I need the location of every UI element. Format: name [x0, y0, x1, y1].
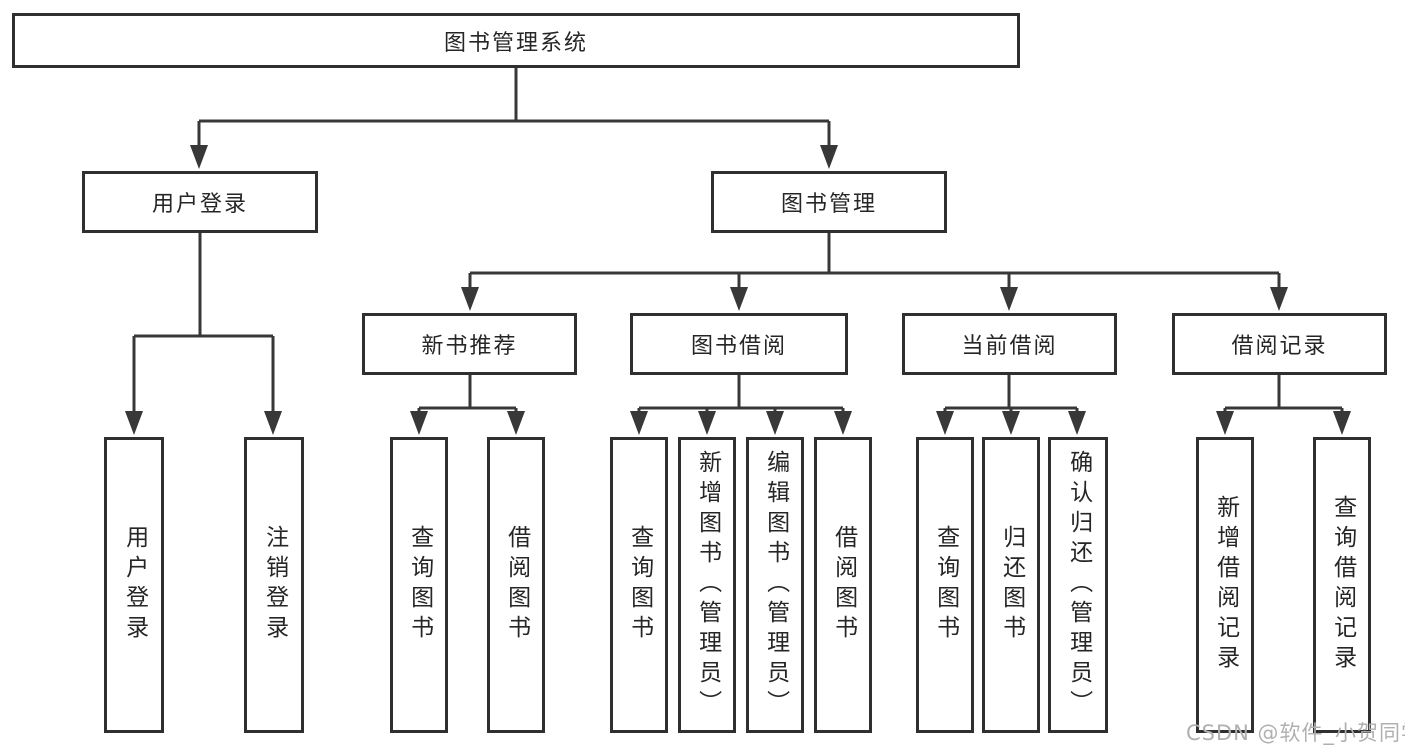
- leaf-label-edit-books-admin: 编辑图书（管理员）: [762, 450, 789, 720]
- node-label-root: 图书管理系统: [443, 30, 588, 56]
- leaf-query-borrow-record: 查询借阅记录: [1313, 437, 1371, 733]
- leaf-label-return-books: 归还图书: [998, 525, 1025, 645]
- leaf-add-borrow-record: 新增借阅记录: [1196, 437, 1254, 733]
- node-label-user-login: 用户登录: [151, 192, 248, 217]
- leaf-label-query-borrow-record: 查询借阅记录: [1329, 495, 1356, 675]
- leaf-query-books-current: 查询图书: [916, 437, 974, 733]
- leaf-label-add-borrow-record: 新增借阅记录: [1212, 495, 1239, 675]
- leaf-label-user-login: 用户登录: [121, 525, 148, 645]
- node-library-management-system: 图书管理系统: [12, 13, 1020, 68]
- arrowhead-markers: [125, 145, 1351, 435]
- node-book-management: 图书管理: [711, 171, 947, 233]
- node-book-borrowing: 图书借阅: [630, 313, 848, 375]
- leaf-label-query-books-current: 查询图书: [932, 525, 959, 645]
- node-borrowing-records: 借阅记录: [1172, 313, 1387, 375]
- leaf-query-books-borrow: 查询图书: [610, 437, 668, 733]
- node-label-current-borrowing: 当前借阅: [961, 334, 1058, 359]
- leaf-label-borrow-books: 借阅图书: [830, 525, 857, 645]
- node-current-borrowing: 当前借阅: [902, 313, 1117, 375]
- node-user-login: 用户登录: [82, 171, 318, 233]
- node-label-new-book-recommend: 新书推荐: [421, 334, 518, 359]
- leaf-label-logout: 注销登录: [261, 525, 288, 645]
- leaf-return-books: 归还图书: [982, 437, 1040, 733]
- leaf-label-confirm-return-admin: 确认归还（管理员）: [1065, 450, 1092, 720]
- leaf-label-add-books-admin: 新增图书（管理员）: [694, 450, 721, 720]
- leaf-add-books-admin: 新增图书（管理员）: [678, 437, 736, 733]
- leaf-edit-books-admin: 编辑图书（管理员）: [746, 437, 804, 733]
- node-label-borrowing-records: 借阅记录: [1231, 334, 1328, 359]
- node-label-book-borrowing: 图书借阅: [690, 334, 787, 359]
- leaf-confirm-return-admin: 确认归还（管理员）: [1048, 437, 1108, 733]
- csdn-watermark: CSDN @软件_小贺同学: [1186, 721, 1405, 745]
- leaf-user-login: 用户登录: [104, 437, 164, 733]
- node-label-book-management: 图书管理: [780, 192, 877, 217]
- leaf-borrow-books-recommend: 借阅图书: [487, 437, 545, 733]
- node-new-book-recommend: 新书推荐: [362, 313, 577, 375]
- leaf-label-query-books-borrow: 查询图书: [626, 525, 653, 645]
- leaf-query-books-recommend: 查询图书: [390, 437, 448, 733]
- leaf-label-query-books-recommend: 查询图书: [406, 525, 433, 645]
- leaf-borrow-books: 借阅图书: [814, 437, 872, 733]
- leaf-label-borrow-books-recommend: 借阅图书: [503, 525, 530, 645]
- leaf-logout: 注销登录: [244, 437, 304, 733]
